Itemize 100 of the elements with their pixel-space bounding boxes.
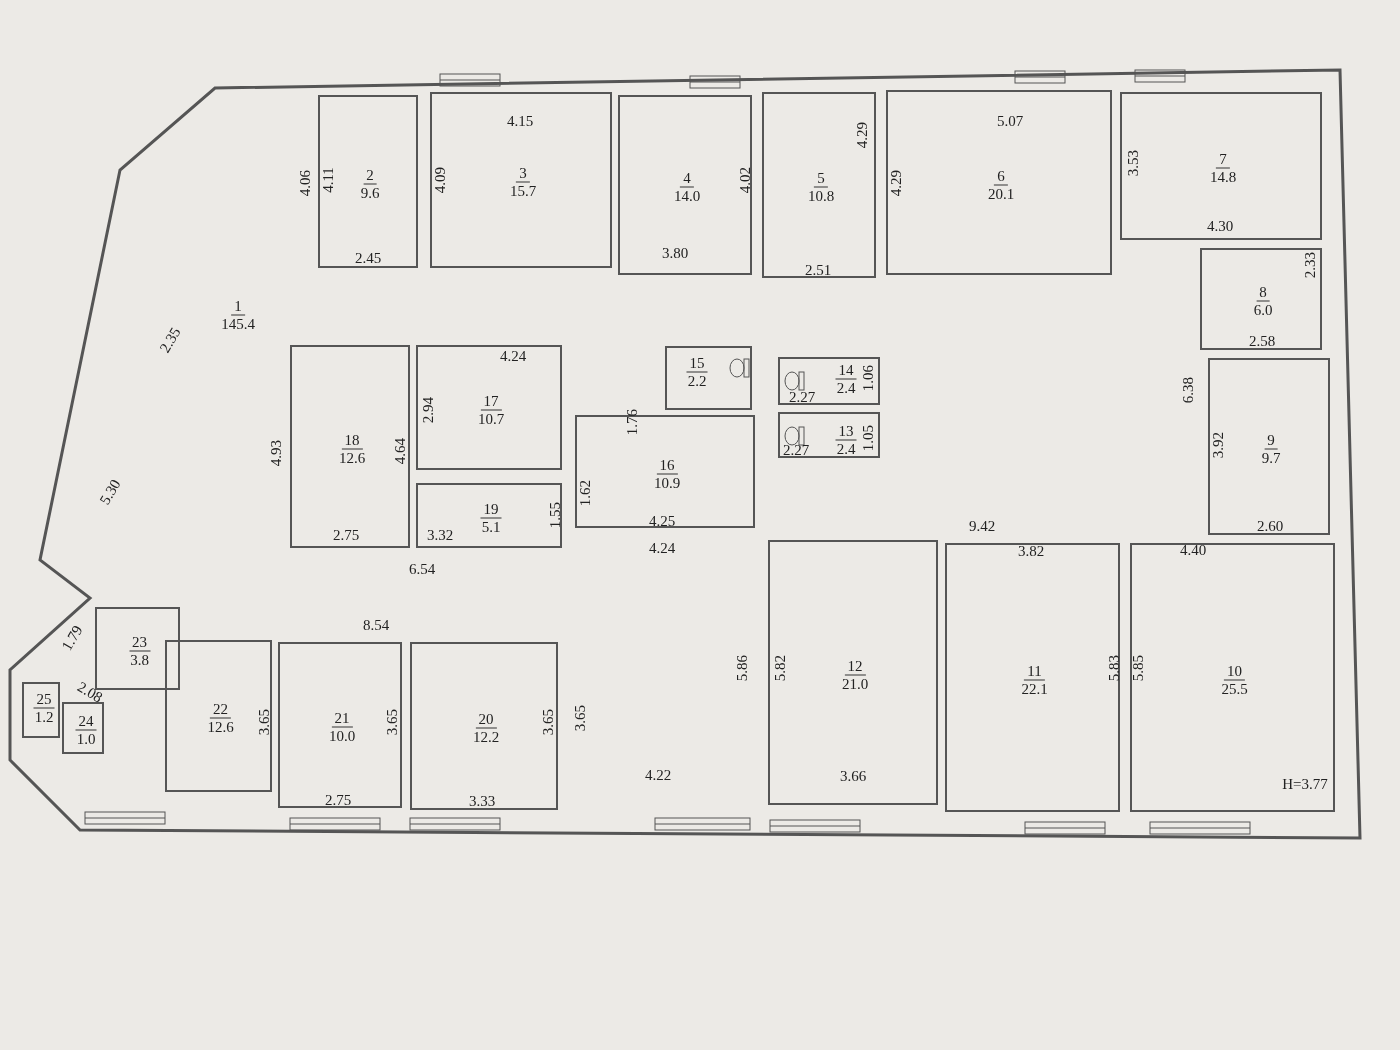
room-outline [768, 540, 938, 805]
dimension-label: 5.82 [772, 654, 788, 682]
room-area: 5.1 [481, 518, 501, 535]
room-outline [416, 345, 562, 470]
room-number: 2 [363, 166, 377, 184]
room-number: 21 [331, 709, 353, 728]
dimension-label: 4.29 [854, 121, 870, 149]
room-area: 1.0 [76, 730, 96, 748]
room-number: 20 [475, 710, 497, 729]
dimension-label: 3.32 [426, 527, 454, 543]
room-area: 10.9 [653, 474, 681, 491]
room-outline [945, 543, 1120, 812]
dimension-label: 2.45 [354, 250, 382, 266]
room-outline [778, 357, 880, 405]
room-outline [778, 412, 880, 458]
dimension-label: 4.09 [432, 166, 448, 194]
room-area: 12.6 [338, 449, 366, 466]
room-number: 24 [75, 712, 97, 731]
dimension-label: 2.51 [804, 262, 832, 278]
dimension-label: 3.92 [1210, 431, 1226, 459]
dimension-label: 4.22 [644, 767, 672, 783]
dimension-label: 5.85 [1130, 654, 1146, 682]
room-outline [430, 92, 612, 268]
room-area: 14.8 [1209, 168, 1237, 186]
dimension-label: 1.06 [860, 364, 876, 392]
dimension-label: 4.24 [648, 540, 676, 556]
dimension-label: 4.93 [268, 439, 284, 467]
room-number: 4 [680, 169, 694, 188]
dimension-label: 4.64 [392, 437, 408, 465]
room-area: 3.8 [130, 651, 149, 668]
room-number: 12 [844, 657, 866, 675]
room-area: 9.7 [1261, 449, 1281, 466]
room-outline [318, 95, 418, 268]
room-number: 22 [210, 700, 231, 719]
room-area: 9.6 [360, 184, 380, 201]
room-outline [618, 95, 752, 275]
dimension-label: 3.80 [661, 245, 689, 261]
dimension-label: 4.15 [506, 113, 534, 129]
dimension-label: 4.40 [1179, 542, 1207, 558]
room-area: 10.0 [328, 727, 356, 745]
room-outline [22, 682, 60, 738]
room-outline [290, 345, 410, 548]
dimension-label: 3.65 [540, 708, 556, 736]
room-number: 11 [1024, 662, 1045, 680]
room-number: 16 [656, 456, 678, 474]
dimension-label: 3.65 [384, 708, 400, 736]
room-number: 13 [835, 422, 857, 441]
room-area: 2.2 [687, 372, 707, 390]
room-outline [1130, 543, 1335, 812]
dimension-label: 5.86 [734, 654, 750, 682]
dimension-label: 1.76 [624, 408, 640, 436]
room-area: 14.0 [673, 187, 701, 205]
room-area: 10.8 [807, 187, 835, 205]
room-area: 21.0 [841, 675, 869, 692]
room-area: 20.1 [987, 185, 1015, 202]
room-outline [165, 640, 272, 792]
room-outline [278, 642, 402, 808]
room-number: 18 [341, 431, 363, 449]
dimension-label: 5.30 [96, 476, 124, 508]
room-number: 10 [1224, 662, 1245, 680]
room-outline [1120, 92, 1322, 240]
dimension-label: 2.33 [1302, 251, 1318, 279]
room-outline [665, 346, 752, 410]
room-outline [416, 483, 562, 548]
dimension-label: 6.38 [1180, 376, 1196, 404]
room-area: 10.7 [477, 410, 505, 427]
dimension-label: 3.82 [1017, 543, 1045, 559]
dimension-label: 6.54 [408, 561, 436, 577]
room-area: 145.4 [221, 315, 255, 333]
room-outline [1208, 358, 1330, 535]
room-number: 6 [994, 167, 1008, 185]
room-outline [886, 90, 1112, 275]
room-outline [1200, 248, 1322, 350]
room-area: 2.4 [836, 440, 856, 458]
dimension-label: 2.58 [1248, 333, 1276, 349]
dimension-label: 3.66 [839, 768, 867, 784]
dimension-label: 4.30 [1206, 218, 1234, 234]
dimension-label: 1.05 [860, 424, 876, 452]
dimension-label: 2.75 [324, 792, 352, 808]
dimension-label: 3.33 [468, 793, 496, 809]
room-outline [410, 642, 558, 810]
dimension-label: 5.07 [996, 113, 1024, 129]
room-number: 14 [835, 361, 857, 380]
dimension-label: 4.29 [888, 169, 904, 197]
room-number: 17 [480, 392, 502, 410]
dimension-label: 1.62 [577, 479, 593, 507]
room-number: 15 [686, 354, 708, 373]
room-number: 5 [814, 169, 828, 188]
dimension-label: 9.42 [968, 518, 996, 534]
dimension-label: 8.54 [362, 617, 390, 633]
dimension-label: 2.27 [788, 389, 816, 405]
dimension-label: 2.94 [420, 396, 436, 424]
dimension-label: 3.65 [572, 704, 588, 732]
room-outline [762, 92, 876, 278]
dimension-label: 4.25 [648, 513, 676, 529]
room-area: 25.5 [1221, 680, 1248, 697]
dimension-label: 4.06 [297, 169, 313, 197]
room-number: 3 [516, 164, 530, 183]
room-outline [62, 702, 104, 754]
room-area: 12.6 [207, 718, 234, 736]
